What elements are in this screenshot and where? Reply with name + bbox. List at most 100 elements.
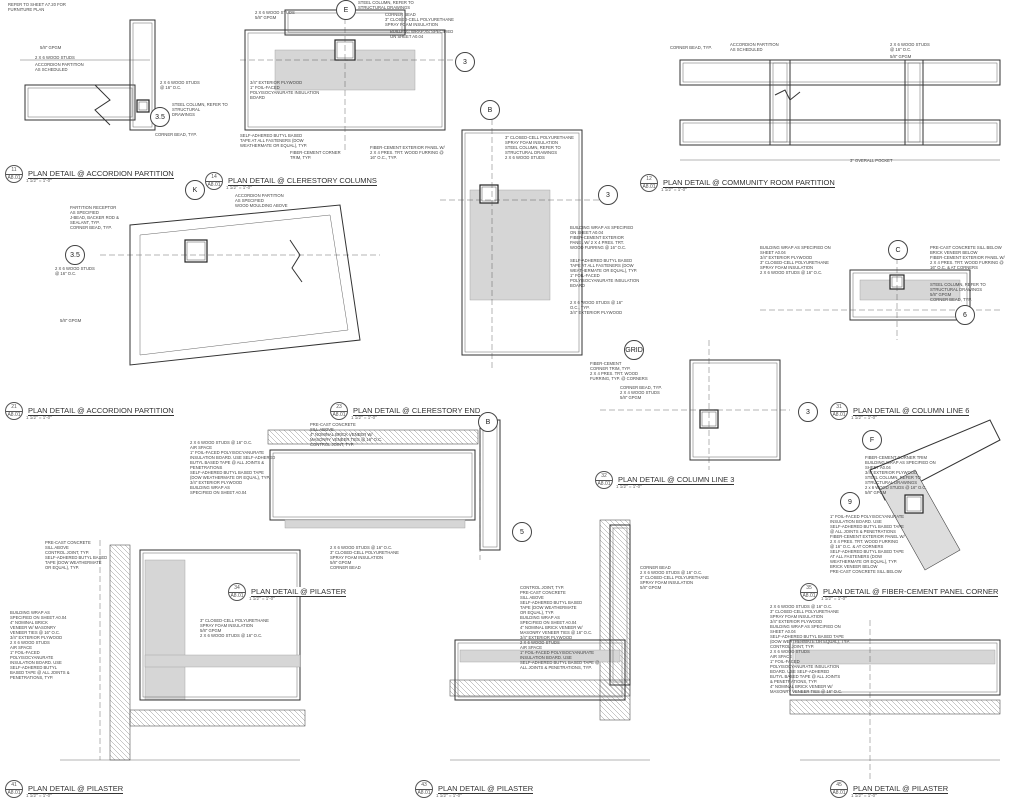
line — [548, 679, 566, 697]
line — [503, 679, 521, 697]
line — [109, 709, 131, 731]
insulation-fill — [144, 654, 301, 668]
detail-title-text: PLAN DETAIL @ CLERESTORY END — [353, 406, 481, 416]
callout-note: 3" CLOSED-CELL POLYURETHANE SPRAY FOAM I… — [505, 135, 574, 160]
line — [163, 709, 181, 727]
callout-note: 2 X 6 WOOD STUDS @ 16" O.C. — [55, 266, 95, 276]
line — [588, 679, 606, 697]
line — [109, 574, 131, 596]
line — [313, 429, 329, 445]
line — [124, 544, 131, 551]
callout-note: 2 X 6 WOOD STUDS — [35, 55, 75, 60]
line — [980, 699, 996, 715]
line — [109, 639, 131, 661]
line — [288, 709, 306, 727]
detail-title-text: PLAN DETAIL @ COLUMN LINE 6 — [853, 406, 970, 416]
callout-note: CORNER BEAD 2 X 6 WOOD STUDS @ 16" O.C. … — [640, 565, 709, 590]
brick-veneer — [129, 709, 306, 727]
line — [388, 429, 404, 445]
line — [109, 634, 131, 656]
line — [449, 690, 456, 697]
line — [109, 724, 131, 746]
line — [109, 689, 131, 711]
line — [143, 709, 161, 727]
insulation-fill — [879, 469, 961, 571]
line — [109, 609, 131, 631]
callout-note: 2 X 6 WOOD STUDS @ 16" O.C. — [160, 80, 200, 90]
line — [109, 544, 131, 566]
detail-title-text: PLAN DETAIL @ ACCORDION PARTITION — [28, 406, 174, 416]
line — [870, 699, 886, 715]
line — [109, 614, 131, 636]
sheet-number: A8.01 — [332, 411, 346, 418]
line — [563, 679, 581, 697]
line — [599, 609, 631, 641]
line — [599, 574, 631, 606]
callout-note: BUILDING WRAP AS SPECIFIED ON SHEET A0.0… — [760, 245, 831, 275]
line — [129, 715, 141, 727]
detail-scale: 1 1/2" = 1'-0" — [226, 185, 252, 190]
line — [148, 709, 166, 727]
line — [173, 709, 191, 727]
line — [178, 709, 196, 727]
line — [223, 709, 241, 727]
line — [228, 709, 246, 727]
line — [129, 710, 146, 727]
line — [925, 699, 941, 715]
line — [153, 709, 171, 727]
line — [109, 549, 131, 571]
line — [523, 679, 541, 697]
grid-bubble: E — [336, 0, 356, 20]
line — [308, 429, 324, 445]
line — [278, 709, 296, 727]
line — [830, 699, 846, 715]
line — [599, 564, 631, 596]
insulation-fill — [469, 189, 551, 301]
line — [599, 519, 631, 551]
detail-scale: 1 1/2" = 1'-0" — [26, 415, 52, 420]
accordion-partition — [289, 239, 303, 283]
detail-title-text: PLAN DETAIL @ COMMUNITY ROOM PARTITION — [663, 178, 835, 188]
callout-note: REFER TO SHEET A7.20 FOR FURNITURE PLAN — [8, 2, 66, 12]
callout-note: BUILDING WRAP AS SPECIFIED ON SHEET A0.0… — [390, 29, 454, 39]
line — [493, 679, 511, 697]
line — [845, 699, 861, 715]
accordion-partition — [774, 89, 801, 101]
detail-title-text: PLAN DETAIL @ PILASTER — [28, 784, 124, 794]
line — [890, 699, 906, 715]
line — [599, 689, 631, 721]
line — [855, 699, 871, 715]
callout-note: 5/8" GPGM — [890, 54, 912, 59]
sheet-number: A8.01 — [7, 789, 21, 796]
line — [283, 429, 299, 445]
line — [599, 524, 631, 556]
line — [599, 699, 621, 721]
steel-column — [136, 99, 150, 113]
line — [168, 709, 186, 727]
steel-column — [481, 186, 497, 202]
line — [599, 579, 631, 611]
line — [865, 699, 881, 715]
wall-outline — [789, 639, 1001, 696]
detail-scale: 1 1/2" = 1'-0" — [351, 415, 377, 420]
wall-outline — [849, 269, 971, 321]
wall-outline — [132, 22, 153, 128]
callout-note: CORNER BEAD, TYP. — [155, 132, 197, 137]
line — [109, 589, 131, 611]
line — [258, 709, 276, 727]
insulation-fill — [859, 279, 961, 301]
line — [343, 429, 359, 445]
callout-note: ACCORDION PARTITION AS SPECIFIED WOOD MO… — [235, 193, 288, 208]
detail-title-text: PLAN DETAIL @ PILASTER — [438, 784, 534, 794]
wall-outline — [461, 129, 583, 356]
line — [599, 604, 631, 636]
insulation-fill — [284, 519, 466, 529]
line — [975, 699, 991, 715]
line — [109, 749, 121, 761]
line — [478, 679, 496, 697]
